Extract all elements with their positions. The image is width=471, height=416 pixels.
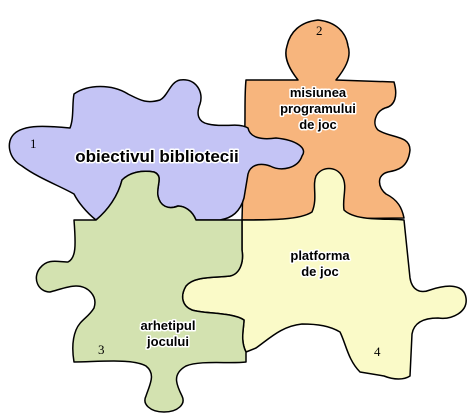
piece-4-number: 4 — [374, 344, 381, 359]
piece-2-label-line-3: de joc — [299, 117, 337, 132]
puzzle-label-2: misiunea programului de joc — [279, 84, 358, 134]
piece-2-label-line-1: misiunea — [290, 85, 347, 100]
puzzle-piece-2 — [241, 19, 411, 221]
piece-3-number: 3 — [98, 342, 105, 357]
piece-2-number: 2 — [316, 23, 323, 38]
piece-1-label-line-1: obiectivul bibliotecii — [75, 147, 238, 166]
puzzle-label-4: platforma de joc — [289, 247, 352, 281]
puzzle-label-3: arhetipul jocului — [139, 317, 197, 351]
piece-2-label-line-2: programului — [280, 101, 356, 116]
puzzle-piece-3 — [35, 170, 247, 413]
puzzle-piece-1 — [8, 79, 305, 221]
piece-4-label-line-2: de joc — [301, 264, 339, 279]
piece-3-label-line-1: arhetipul — [141, 318, 196, 333]
piece-1-number: 1 — [30, 136, 37, 151]
puzzle-label-1: obiectivul bibliotecii — [74, 146, 240, 168]
piece-4-label-line-1: platforma — [290, 248, 350, 263]
piece-3-label-line-2: jocului — [146, 334, 189, 349]
